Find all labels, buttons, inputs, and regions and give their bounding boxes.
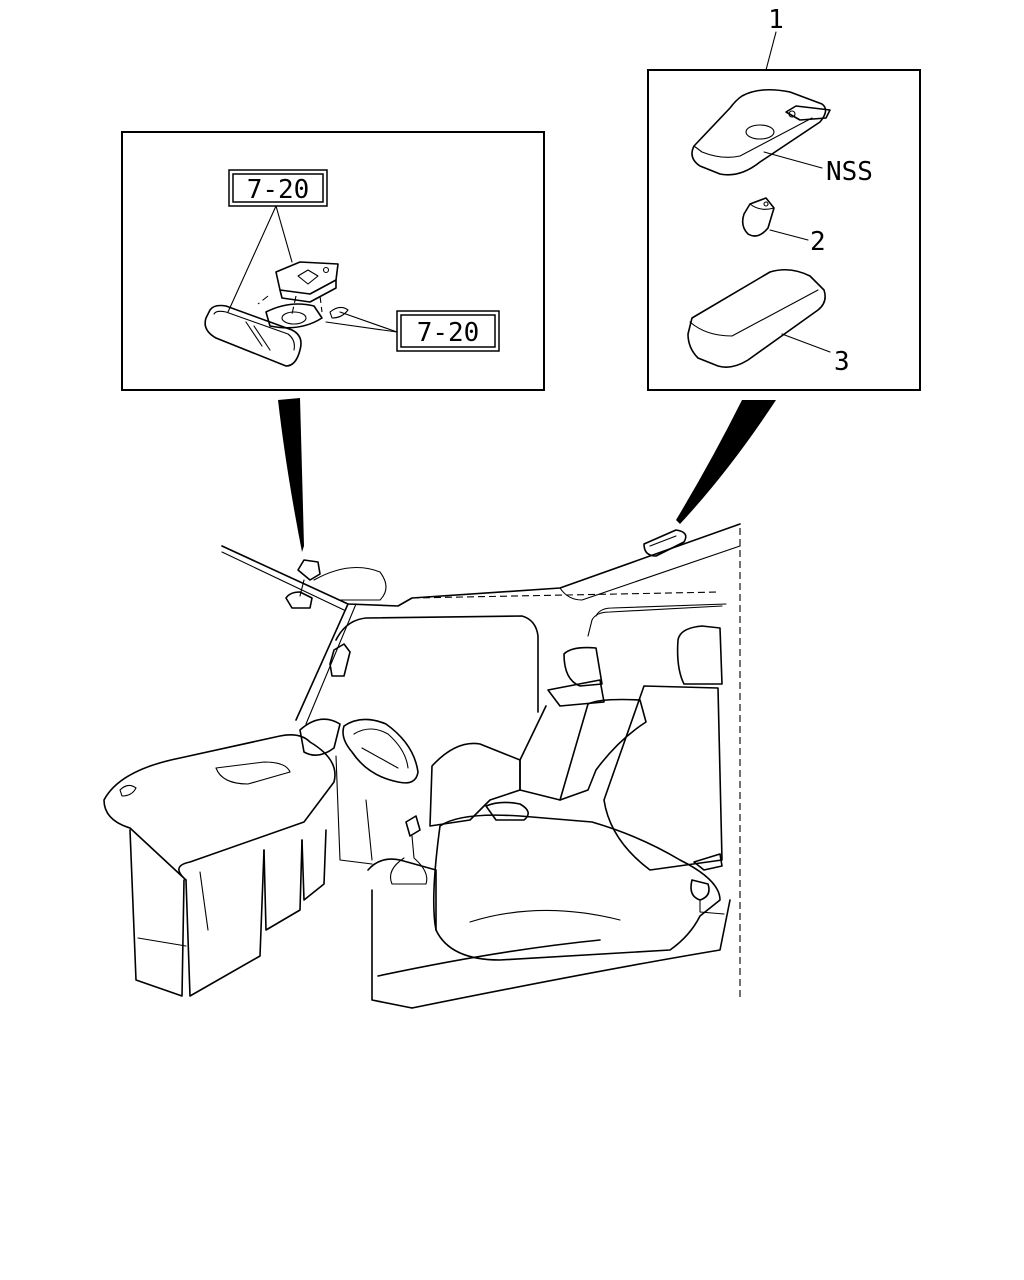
mirror-detail-panel: 7-20 7-20 [121,131,545,391]
lamp-detail-panel: 1 NSS 2 3 [647,5,921,391]
callout-1: 1 [768,5,784,35]
reference-leaders [227,205,398,333]
lamp-lens [687,268,831,368]
mirror-stay [265,303,349,329]
lamp-pointer-wedge [676,400,776,524]
reference-box-top[interactable]: 7-20 [228,169,328,207]
mirror-pointer-wedge [278,398,304,552]
callout-2: 2 [810,227,826,257]
cab-interior [103,523,741,1009]
dome-lamp-housing [691,88,831,176]
callout-3: 3 [834,347,850,377]
reference-box-right[interactable]: 7-20 [396,310,500,352]
nss-label: NSS [826,157,873,187]
lamp-bulb [741,197,809,241]
mirror-bracket [257,261,339,315]
reference-label-top: 7-20 [247,175,310,205]
rear-view-mirror [204,304,302,367]
reference-label-right: 7-20 [417,318,480,348]
